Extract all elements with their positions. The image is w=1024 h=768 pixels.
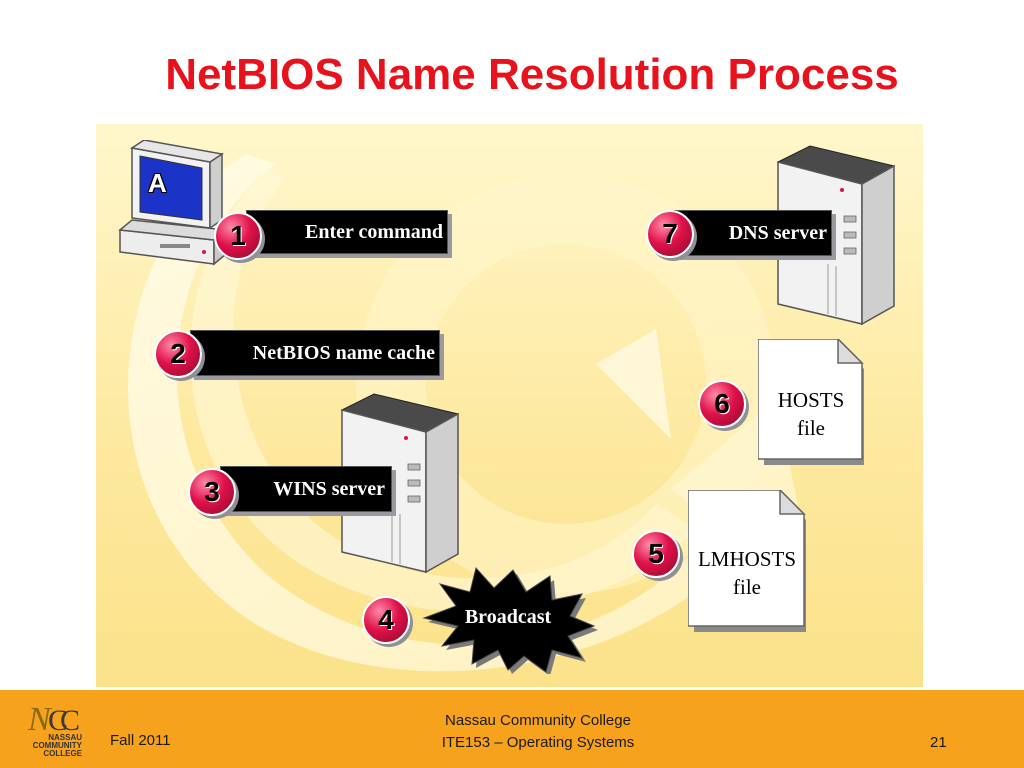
diagram-panel: A HOSTS file <box>96 124 923 687</box>
college-logo-icon: N C C <box>27 701 80 734</box>
screen-letter: A <box>148 168 167 198</box>
step-3-label-box: WINS server <box>220 466 392 512</box>
step-6-badge: 6 <box>698 380 746 428</box>
footer-term: Fall 2011 <box>110 732 171 749</box>
step-3-badge: 3 <box>188 468 236 516</box>
logo-line-1: NASSAU <box>48 733 82 742</box>
lmhosts-label-line2: file <box>733 575 761 599</box>
wins-server-icon <box>340 393 460 574</box>
logo-line-2: COMMUNITY <box>32 741 82 750</box>
logo-text: NASSAU COMMUNITY COLLEGE <box>14 734 82 758</box>
broadcast-starburst <box>422 566 598 674</box>
svg-text:C: C <box>48 704 68 734</box>
broadcast-label: Broadcast <box>464 606 552 628</box>
step-2-number: 2 <box>170 338 186 369</box>
footer-bar: N C C NASSAU COMMUNITY COLLEGE Fall 2011… <box>0 690 1024 768</box>
step-2-badge: 2 <box>154 330 202 378</box>
step-1-number: 1 <box>230 220 246 251</box>
step-7-label: DNS server <box>728 221 827 244</box>
footer-college: Nassau Community College <box>445 712 631 729</box>
document-icon <box>758 339 864 465</box>
step-1-label-box: Enter command <box>246 210 448 254</box>
logo-line-3: COLLEGE <box>43 749 82 758</box>
hosts-label-line2: file <box>797 416 825 440</box>
document-icon <box>688 490 806 632</box>
footer-page-number: 21 <box>930 734 947 751</box>
step-2-label-box: NetBIOS name cache <box>190 330 440 376</box>
svg-text:C: C <box>60 704 80 734</box>
step-3-label: WINS server <box>273 477 385 500</box>
step-7-badge: 7 <box>646 210 694 258</box>
svg-text:N: N <box>27 701 53 734</box>
hosts-file-document: HOSTS file <box>758 339 864 465</box>
step-3-number: 3 <box>204 476 220 507</box>
lmhosts-label-line1: LMHOSTS <box>697 547 797 571</box>
step-7-number: 7 <box>662 218 678 249</box>
step-7-label-box: DNS server <box>674 210 832 256</box>
client-computer-icon <box>118 140 228 266</box>
step-1-badge: 1 <box>214 212 262 260</box>
step-4-badge: 4 <box>362 596 410 644</box>
page-title: NetBIOS Name Resolution Process <box>165 50 899 99</box>
step-6-number: 6 <box>714 388 730 419</box>
step-2-label: NetBIOS name cache <box>252 341 435 364</box>
step-5-badge: 5 <box>632 530 680 578</box>
step-4-number: 4 <box>378 604 394 635</box>
footer-course: ITE153 – Operating Systems <box>441 734 635 751</box>
step-5-number: 5 <box>648 538 664 569</box>
step-1-label: Enter command <box>305 220 443 243</box>
lmhosts-file-document: LMHOSTS file <box>688 490 806 632</box>
hosts-label-line1: HOSTS <box>777 388 845 412</box>
